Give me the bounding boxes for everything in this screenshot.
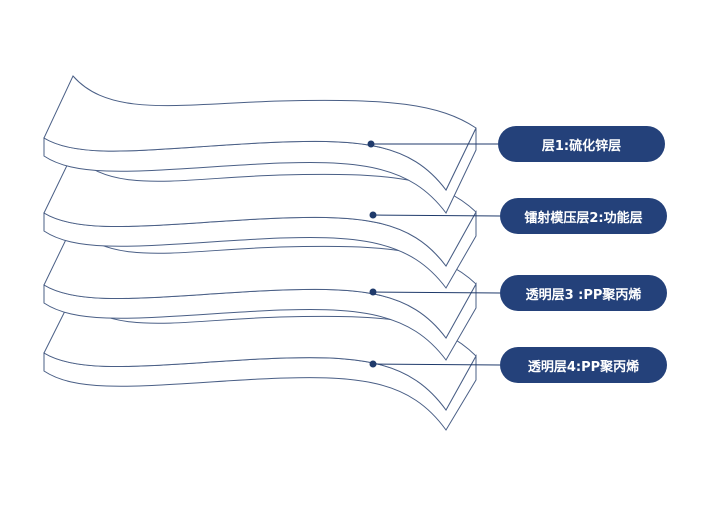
layer-label-3: 透明层3 :PP聚丙烯 — [500, 275, 667, 311]
connector-line-4 — [372, 363, 501, 366]
layer-4-sheet — [43, 294, 477, 431]
connector-line-2 — [372, 214, 501, 217]
layer-label-1: 层1:硫化锌层 — [498, 126, 665, 162]
layer-label-4: 透明层4:PP聚丙烯 — [500, 347, 667, 383]
connector-dot-1 — [367, 140, 375, 148]
layer-1-sheet — [43, 75, 477, 214]
connector-dot-4 — [369, 360, 377, 368]
layer-3-sheet — [43, 224, 477, 361]
layer-2-sheet — [43, 152, 477, 289]
connector-line-3 — [372, 291, 501, 294]
connector-dot-2 — [369, 211, 377, 219]
layer-label-2: 镭射模压层2:功能层 — [500, 198, 667, 234]
connector-dot-3 — [369, 288, 377, 296]
connector-group — [367, 140, 501, 368]
